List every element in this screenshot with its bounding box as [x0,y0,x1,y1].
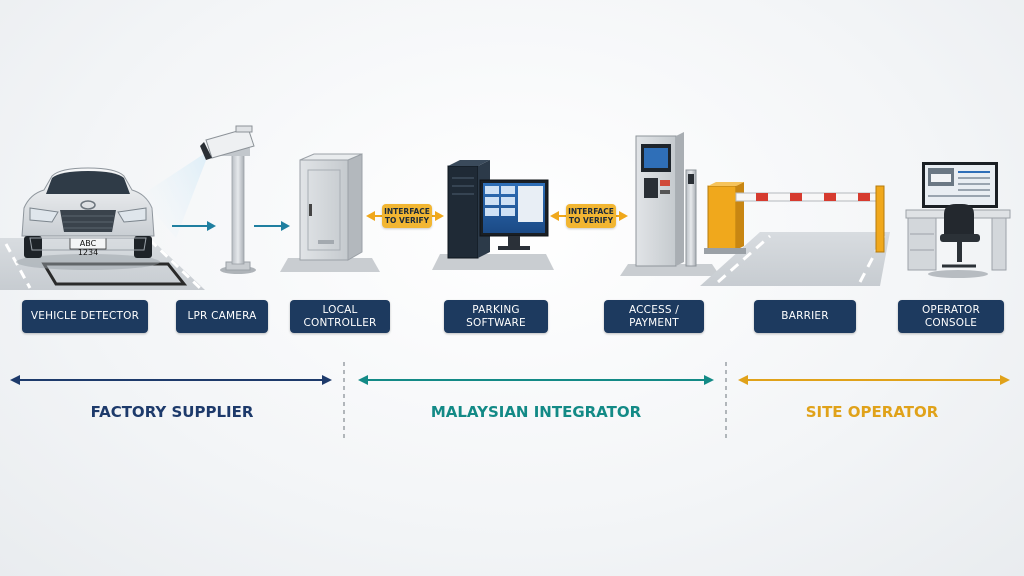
label-vehicle-detector: VEHICLE DETECTOR [22,300,148,333]
flow-arrows [172,221,290,231]
section-arrow-integrator [358,375,714,385]
section-arrow-operator [738,375,1010,385]
label-operator-console: OPERATOR CONSOLE [898,300,1004,333]
lpr-camera-illustration [200,125,256,274]
section-arrow-factory [10,375,332,385]
label-lpr-camera: LPR CAMERA [176,300,268,333]
operator-console-illustration [905,162,1011,278]
camera-view-cone [140,150,210,238]
label-local-controller: LOCAL CONTROLLER [290,300,390,333]
label-barrier: BARRIER [754,300,856,333]
section-label-site-operator: SITE OPERATOR [805,403,939,421]
car-illustration [16,167,160,270]
section-label-malaysian-integrator: MALAYSIAN INTEGRATOR [430,403,642,421]
section-label-factory-supplier: FACTORY SUPPLIER [90,403,254,421]
parking-software-illustration [432,160,554,270]
label-parking-software: PARKING SOFTWARE [444,300,548,333]
access-payment-illustration [620,132,720,276]
license-plate-text: ABC 1234 [77,238,99,257]
barrier-lane-floor [700,232,890,286]
local-controller-illustration [280,153,380,272]
arrow-car-to-camera [172,221,216,231]
label-access-payment: ACCESS / PAYMENT [604,300,704,333]
interface-badge-software-access: INTERFACE TO VERIFY [566,204,616,228]
interface-badge-controller-software: INTERFACE TO VERIFY [382,204,432,228]
arrow-camera-to-controller [254,221,290,231]
barrier-illustration [704,182,885,254]
